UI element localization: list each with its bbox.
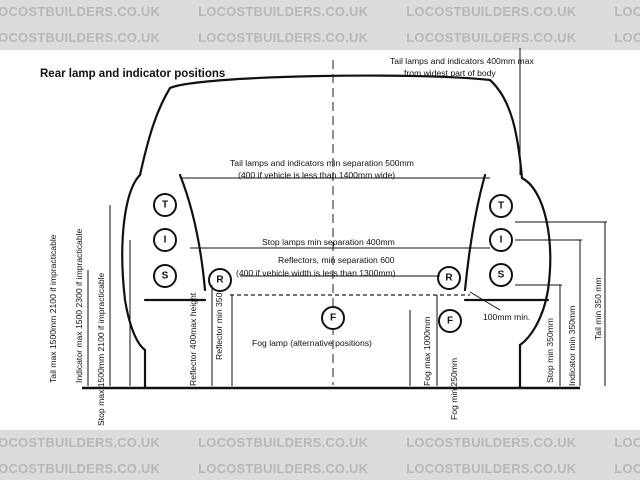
tail-lamp-right-label: T [498, 201, 504, 212]
annotation-tail-separation-1: Tail lamps and indicators min separation… [230, 158, 414, 168]
indicator-lamp-right-label: I [500, 235, 503, 246]
label-indicator-max: Indicator max 1500 2300 if impracticable [74, 228, 84, 383]
stop-lamp-left [153, 264, 177, 288]
annotation-top-right-1: Tail lamps and indicators 400mm max [390, 56, 534, 66]
watermark-text: LOCOSTBUILDERS.CO.UK [0, 461, 161, 476]
watermark-text: LOCOSTBUILDERS.CO.UK [406, 461, 577, 476]
tail-lamp-left-label: T [162, 200, 168, 211]
fog-lamp-centre-label: F [330, 313, 336, 324]
annotation-stop-separation: Stop lamps min separation 400mm [262, 237, 395, 247]
annotation-reflector-separation-1: Reflectors, min separation 600 [278, 255, 395, 265]
watermark-text: LOCOSTBUILDERS.CO.UK [614, 30, 640, 45]
label-indicator-min: Indicator min 350mm [567, 306, 577, 386]
diagram-title: Rear lamp and indicator positions [40, 68, 225, 80]
label-tail-min: Tail min 350 mm [593, 277, 603, 340]
dimension-lines [87, 48, 607, 386]
annotation-100mm-min: 100mm min. [483, 312, 530, 322]
fog-lamp-centre [321, 306, 345, 330]
watermark-text: LOCOSTBUILDERS.CO.UK [0, 435, 161, 450]
lamps: T I S R F R F T I S [153, 193, 513, 333]
label-tail-max: Tail max 1500mm 2100 if impracticable [48, 234, 58, 383]
watermark-text: LOCOSTBUILDERS.CO.UK [198, 4, 369, 19]
annotation-fog-lamp: Fog lamp (alternative positions) [252, 338, 372, 348]
vehicle-body-outline [121, 74, 552, 390]
watermark-text: LOCOSTBUILDERS.CO.UK [406, 435, 577, 450]
watermark-text: LOCOSTBUILDERS.CO.UK [0, 4, 161, 19]
fog-lamp-right [438, 309, 462, 333]
indicator-lamp-left [153, 228, 177, 252]
watermark-text: LOCOSTBUILDERS.CO.UK [198, 435, 369, 450]
label-fog-max: Fog max 1000mm [422, 317, 432, 386]
tail-lamp-right [489, 194, 513, 218]
watermark-band-bottom: LOCOSTBUILDERS.CO.UK LOCOSTBUILDERS.CO.UK… [0, 430, 640, 480]
stop-lamp-left-label: S [162, 271, 169, 282]
watermark-text: LOCOSTBUILDERS.CO.UK [406, 30, 577, 45]
watermark-text: LOCOSTBUILDERS.CO.UK [614, 435, 640, 450]
watermark-text: LOCOSTBUILDERS.CO.UK [0, 30, 161, 45]
label-reflector-max-height: Reflector 400max height [188, 292, 198, 386]
reflector-left-label: R [216, 275, 224, 286]
stop-lamp-right [489, 263, 513, 287]
watermark-text: LOCOSTBUILDERS.CO.UK [198, 461, 369, 476]
watermark-text: LOCOSTBUILDERS.CO.UK [614, 461, 640, 476]
fog-lamp-right-label: F [447, 316, 453, 327]
label-stop-max: Stop max 1500mm 2100 if impracticable [96, 272, 106, 426]
label-fog-min: Fog min 250mm [449, 358, 459, 420]
tail-lamp-left [153, 193, 177, 217]
watermark-text: LOCOSTBUILDERS.CO.UK [198, 30, 369, 45]
reflector-right-label: R [445, 273, 453, 284]
indicator-lamp-left-label: I [164, 235, 167, 246]
annotation-reflector-separation-2: (400 if vehicle width is less than 1300m… [236, 268, 396, 278]
reflector-right [437, 266, 461, 290]
label-reflector-min: Reflector min 350 [214, 292, 224, 360]
stop-lamp-right-label: S [498, 270, 505, 281]
watermark-text: LOCOSTBUILDERS.CO.UK [406, 4, 577, 19]
watermark-band-top: LOCOSTBUILDERS.CO.UK LOCOSTBUILDERS.CO.UK… [0, 0, 640, 50]
annotation-top-right-2: from widest part of body [404, 68, 496, 78]
annotation-tail-separation-2: (400 if vehicle is less than 1400mm wide… [238, 170, 395, 180]
watermark-text: LOCOSTBUILDERS.CO.UK [614, 4, 640, 19]
label-stop-min: Stop min 350mm [545, 318, 555, 383]
reflector-left [208, 268, 232, 292]
indicator-lamp-right [489, 228, 513, 252]
